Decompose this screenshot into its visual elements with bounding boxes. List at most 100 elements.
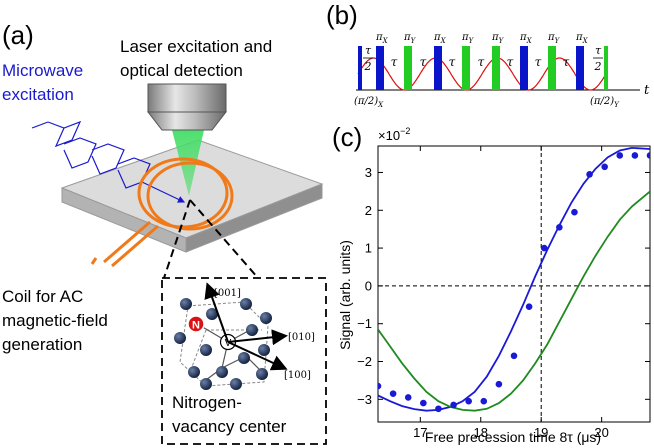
y-tick-label: 2 [365, 203, 372, 218]
svg-text:2: 2 [364, 60, 372, 73]
carbon-atoms [174, 298, 272, 390]
data-point [495, 380, 503, 388]
panel-b: (b) t (π/2)X (π/2)Y τ 2 τ 2 τ τ τ τ τ τ τ πX πY… [326, 0, 650, 109]
ac-coil [90, 157, 234, 268]
tau-label: τ [391, 55, 398, 69]
panel-a-tag: (a) [2, 20, 34, 50]
ac-field-wave [357, 57, 607, 91]
pulse-pi-x [434, 46, 442, 90]
objective-lens [146, 83, 228, 131]
pulse-sequence [358, 46, 608, 90]
x-tick-label: 18 [474, 425, 488, 440]
svg-text:τ: τ [595, 44, 602, 57]
data-point [480, 397, 488, 405]
nitrogen-atom-label: N [192, 320, 200, 332]
pulse-pi-y [404, 46, 412, 90]
tau-half-left: τ 2 [363, 44, 373, 73]
laser-label-line1: Laser excitation and [120, 37, 272, 56]
data-point [435, 405, 442, 413]
y-axis-label: Signal (arb. units) [337, 240, 353, 350]
zoom-lines [163, 199, 259, 279]
pulse-pi-y [462, 46, 470, 90]
scale-factor: ×10−2 [378, 126, 410, 143]
vacancy-label: V [225, 338, 232, 349]
svg-text:2: 2 [594, 60, 602, 73]
nv-label-line2: vacancy center [172, 417, 287, 436]
coil-label-line3: generation [2, 335, 82, 354]
microwave-label-line1: Microwave [2, 61, 83, 80]
data-point [450, 401, 457, 409]
coil-label-line1: Coil for AC [2, 287, 83, 306]
data-point [510, 352, 518, 360]
y-tick-label: 3 [365, 165, 372, 180]
time-label: t [644, 83, 650, 98]
x-tick-label: 20 [594, 425, 608, 440]
tau-half-right: τ 2 [593, 44, 603, 73]
coil-label-line2: magnetic-field [2, 311, 108, 330]
data-point [389, 390, 397, 397]
data-point [601, 163, 608, 171]
x-axis-label: Free precession time 8τ (μs) [425, 429, 601, 445]
plot-frame [377, 145, 651, 423]
pulse-pi-x [576, 46, 584, 90]
axis-100-label: [100] [284, 370, 311, 381]
data-point [646, 152, 650, 159]
start-pulse-label: (π/2)X [354, 96, 384, 109]
pi-pulse-label: πY [547, 32, 561, 45]
pi-pulse-label: πY [461, 32, 475, 45]
pulse-pi-half-x [358, 46, 362, 90]
axis-010-arrow [227, 329, 288, 346]
data-point [631, 152, 639, 159]
tau-label: τ [420, 55, 427, 69]
tau-label: τ [478, 55, 485, 69]
tau-label: τ [535, 55, 542, 69]
end-pulse-label: (π/2)Y [590, 96, 620, 109]
data-point [616, 152, 624, 159]
axis-100-arrow [227, 341, 288, 371]
pi-pulse-label: πX [575, 32, 589, 45]
axis-001-label: [001] [214, 288, 241, 299]
x-tick-label: 17 [413, 425, 427, 440]
pulse-pi-y [548, 46, 556, 90]
y-tick-label: −3 [357, 392, 372, 407]
pulse-pi-half-y [604, 46, 608, 90]
fit-curve-1 [378, 146, 650, 412]
panel-c-tag: (c) [332, 122, 362, 152]
microwave-label-line2: excitation [2, 85, 74, 104]
panel-a: (a) Laser excitation and optical detecti… [2, 20, 327, 445]
panel-b-tag: (b) [326, 0, 358, 30]
data-point [540, 244, 548, 252]
chart-plot: 17 18 19 20 −3 −2 −1 0 1 2 3 [357, 145, 651, 440]
axis-001-arrow [204, 282, 229, 343]
data-point [586, 171, 593, 178]
pi-pulse-label: πY [491, 32, 505, 45]
data-point [404, 394, 412, 401]
y-tick-label: −1 [357, 316, 372, 331]
pi-pulse-label: πY [403, 32, 417, 45]
data-point [571, 208, 578, 216]
fit-curve-2 [378, 190, 650, 412]
tau-label: τ [507, 55, 514, 69]
y-tick-label: 1 [365, 241, 372, 256]
pulse-pi-x [520, 46, 528, 90]
pi-pulse-label: πX [519, 32, 533, 45]
pi-pulse-label: πX [375, 32, 389, 45]
laser-label-line2: optical detection [120, 61, 243, 80]
tau-label: τ [449, 55, 456, 69]
nv-inset: N V [001] [010] [100] Nitrogen- vacancy … [161, 277, 327, 445]
data-point [465, 397, 472, 405]
svg-text:τ: τ [365, 44, 372, 57]
x-tick-label: 19 [534, 425, 548, 440]
data-point [420, 399, 427, 407]
data-point [556, 223, 563, 231]
y-tick-label: −2 [357, 354, 372, 369]
nv-label-line1: Nitrogen- [172, 393, 242, 412]
y-tick-label: 0 [365, 278, 372, 293]
panel-c: (c) ×10−2 Signal (arb. units) Free prece… [332, 122, 651, 445]
data-point [378, 382, 382, 390]
pulse-pi-x [376, 46, 384, 90]
nitrogen-atom [187, 315, 205, 333]
tau-label: τ [563, 55, 570, 69]
